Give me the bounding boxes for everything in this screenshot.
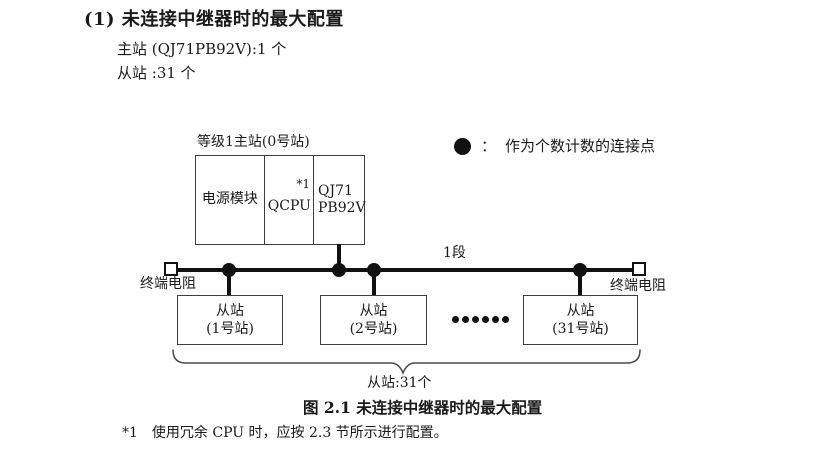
terminating-resistor-right-label: 终端电阻	[610, 278, 666, 294]
ellipsis-dot-icon	[492, 316, 499, 323]
master-station-label: 等级1主站(0号站)	[197, 134, 310, 150]
slave-label: 从站	[359, 303, 388, 319]
slave-count-line: 从站 :31 个	[117, 64, 196, 82]
connection-point-dot-icon	[454, 137, 471, 155]
slave1-drop-line	[227, 270, 231, 296]
master-station-box: 电源模块 *1 QCPU QJ71 PB92V	[195, 155, 366, 245]
pb92v-label-line2: PB92V	[318, 200, 366, 216]
slave-station-2-box: 从站 (2号站)	[320, 295, 427, 345]
figure-caption: 图 2.1 未连接中继器时的最大配置	[303, 398, 543, 417]
terminating-resistor-left-label: 终端电阻	[140, 276, 196, 292]
power-module-cell: 电源模块	[196, 156, 265, 244]
slave31-drop-line	[578, 270, 582, 296]
slave2-drop-line	[372, 270, 376, 296]
slave-number: (2号站)	[349, 321, 398, 337]
ellipsis-dot-icon	[502, 316, 509, 323]
power-module-label: 电源模块	[201, 191, 258, 208]
legend-separator: ：	[481, 137, 497, 155]
slave-label: 从站	[566, 303, 595, 319]
ellipsis-dots	[452, 316, 509, 323]
slaves-brace	[172, 349, 641, 376]
cpu-footnote-marker: *1	[296, 177, 310, 191]
ellipsis-dot-icon	[462, 316, 469, 323]
ellipsis-dot-icon	[452, 316, 459, 323]
legend: ： 作为个数计数的连接点	[454, 137, 655, 156]
slave-station-1-box: 从站 (1号站)	[177, 295, 283, 345]
cpu-module-cell: *1 QCPU	[265, 156, 314, 244]
footnote-marker: *1	[122, 425, 138, 441]
pb92v-module-cell: QJ71 PB92V	[314, 156, 366, 244]
slave-label: 从站	[216, 303, 244, 319]
cpu-module-label: QCPU	[267, 198, 311, 215]
pb92v-label-line1: QJ71	[318, 183, 353, 199]
legend-text: 作为个数计数的连接点	[505, 137, 656, 155]
master-count-line: 主站 (QJ71PB92V):1 个	[117, 40, 287, 58]
footnote-text: 使用冗余 CPU 时，应按 2.3 节所示进行配置。	[151, 425, 448, 441]
brace-label: 从站:31个	[367, 375, 432, 391]
terminating-resistor-left-icon	[164, 262, 178, 276]
terminating-resistor-right-icon	[632, 262, 646, 276]
connection-point-dot	[332, 263, 346, 277]
footnote: *1 使用冗余 CPU 时，应按 2.3 节所示进行配置。	[122, 425, 448, 443]
section-title: (1) 未连接中继器时的最大配置	[84, 9, 344, 30]
slave-station-31-box: 从站 (31号站)	[523, 295, 638, 345]
segment-label: 1段	[443, 245, 466, 261]
ellipsis-dot-icon	[472, 316, 479, 323]
bus-line	[176, 268, 635, 272]
slave-number: (31号站)	[552, 321, 609, 337]
slave-number: (1号站)	[206, 321, 254, 337]
master-drop-line	[337, 244, 341, 270]
ellipsis-dot-icon	[482, 316, 489, 323]
